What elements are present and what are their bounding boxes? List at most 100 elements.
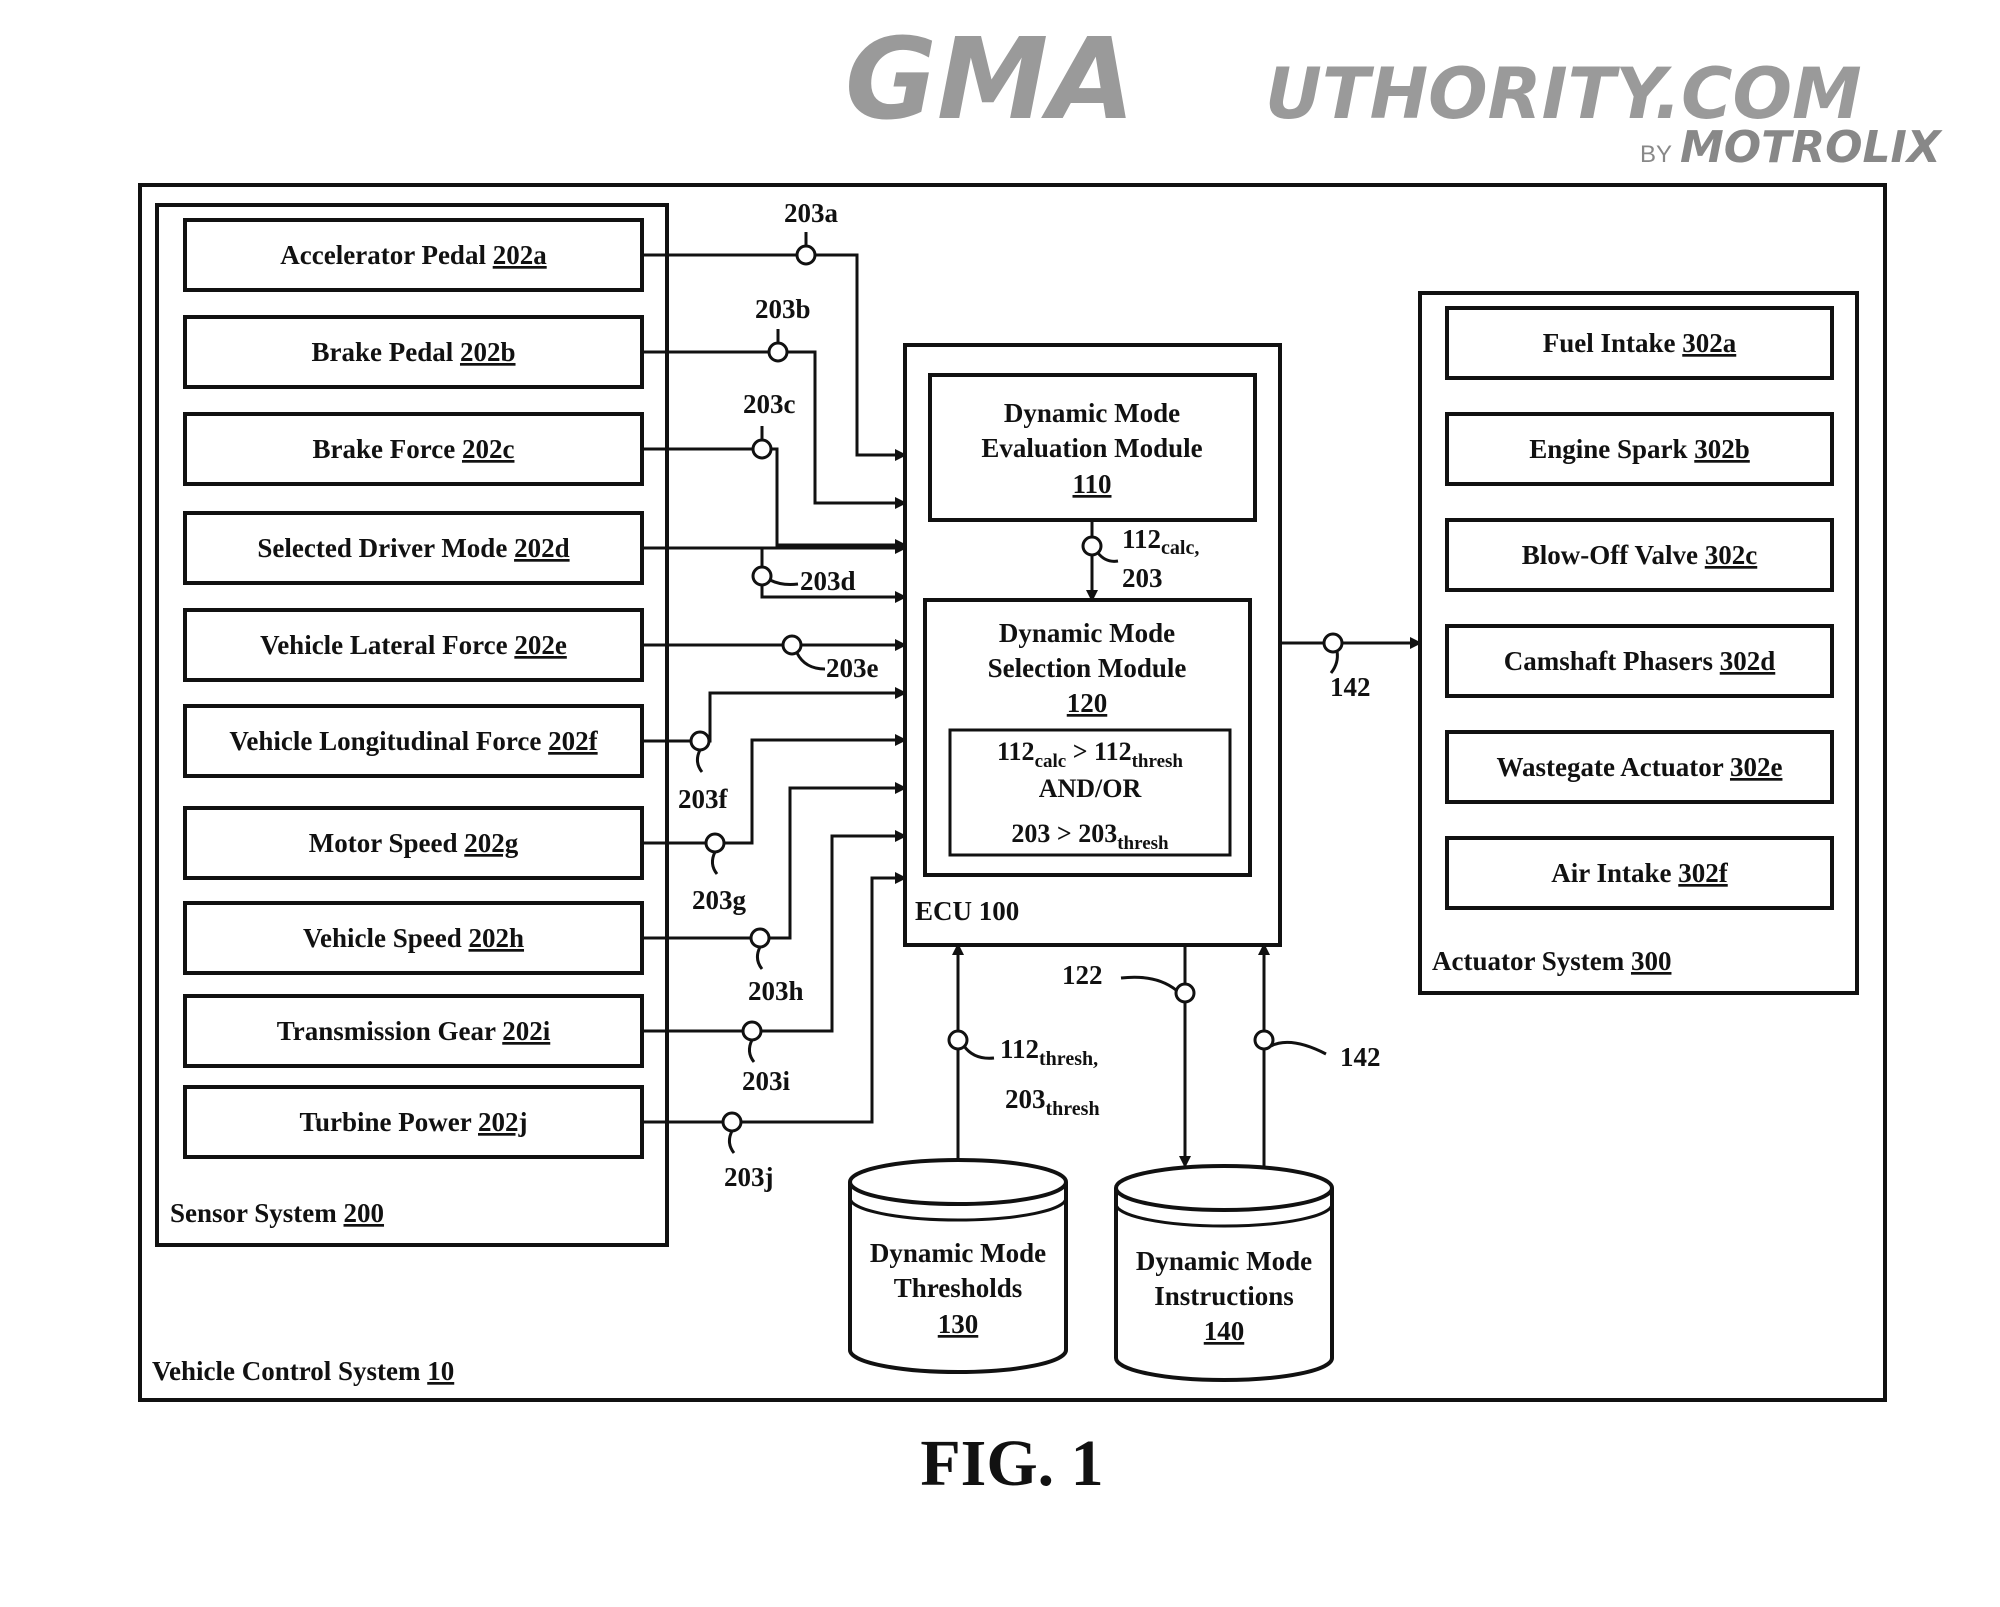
actuator-302e: Wastegate Actuator 302e (1445, 730, 1834, 804)
actuator-box (1445, 624, 1834, 698)
instructions-ref: 140 (1204, 1316, 1245, 1346)
signal-label: 203g (692, 885, 747, 915)
signal-label: 203e (826, 653, 879, 683)
thresholds-ref: 130 (938, 1309, 979, 1339)
signal-line (642, 447, 907, 551)
thresholds-link-label-1: 112thresh, (1000, 1034, 1098, 1070)
signal-node (704, 832, 726, 854)
leader-122 (1120, 975, 1177, 992)
output-leader-142 (1329, 650, 1339, 674)
actuator-system-label: Actuator System 300 (1432, 946, 1671, 976)
signal-line (642, 782, 907, 940)
signal-line (642, 830, 907, 1033)
signal-node (751, 565, 773, 587)
signal-line (642, 734, 907, 845)
label-142-lower: 142 (1340, 1042, 1381, 1072)
actuator-label: Air Intake 302f (1551, 858, 1729, 888)
sensor-system-label: Sensor System 200 (170, 1198, 384, 1228)
ecu-label: ECU 100 (915, 896, 1019, 926)
signal-leader (710, 851, 719, 875)
sensor-label: Vehicle Lateral Force 202e (260, 630, 567, 660)
signal-203g: 203g (642, 734, 907, 915)
sensor-box (183, 1085, 644, 1159)
thresholds-line2: Thresholds (894, 1273, 1023, 1303)
selection-module-line2: Selection Module (988, 653, 1187, 683)
signal-label: 203c (743, 389, 796, 419)
signal-203e: 203e (642, 634, 907, 683)
sensor-202a: Accelerator Pedal 202a (183, 218, 644, 292)
condition-line1: 112calc > 112thresh (997, 737, 1183, 772)
signal-label: 203a (784, 198, 839, 228)
instructions-line1: Dynamic Mode (1136, 1246, 1312, 1276)
actuator-302a: Fuel Intake 302a (1445, 306, 1834, 380)
actuator-302b: Engine Spark 302b (1445, 412, 1834, 486)
instructions-database: Dynamic Mode Instructions 140 (1114, 1164, 1334, 1382)
sensor-label: Brake Force 202c (313, 434, 515, 464)
signal-node (721, 1111, 743, 1133)
signal-leader (755, 946, 764, 970)
thresholds-database: Dynamic Mode Thresholds 130 (848, 1158, 1068, 1374)
sensor-box (183, 608, 644, 682)
signal-line (642, 872, 907, 1124)
selection-module-line1: Dynamic Mode (999, 618, 1175, 648)
signal-203f: 203f (642, 687, 907, 814)
condition-join: AND/OR (1039, 774, 1142, 803)
thresholds-link-label-2: 203thresh (1005, 1084, 1100, 1120)
sensor-box (183, 511, 644, 585)
signal-node (795, 244, 817, 266)
sensor-202c: Brake Force 202c (183, 412, 644, 486)
link-node-112calc (1081, 535, 1103, 557)
selection-module-ref: 120 (1067, 688, 1108, 718)
sensor-202b: Brake Pedal 202b (183, 315, 644, 389)
signal-node (751, 438, 773, 460)
signal-label: 203b (755, 294, 811, 324)
signal-line (642, 687, 907, 743)
sensor-202i: Transmission Gear 202i (183, 994, 644, 1068)
sensor-202j: Turbine Power 202j (183, 1085, 644, 1159)
signal-leader (769, 578, 799, 586)
signal-leader (747, 1039, 756, 1063)
sensor-label: Brake Pedal 202b (311, 337, 515, 367)
signal-203a: 203a (642, 198, 907, 461)
vehicle-control-system-label: Vehicle Control System 10 (152, 1356, 454, 1386)
link-label-112calc: 112calc, (1122, 524, 1199, 559)
signal-203b: 203b (642, 294, 907, 509)
actuator-box (1445, 412, 1834, 486)
signal-leader (727, 1130, 736, 1154)
thresholds-node (947, 1029, 969, 1051)
actuator-label: Engine Spark 302b (1529, 434, 1750, 464)
node-142-lower (1253, 1029, 1275, 1051)
figure-caption: FIG. 1 (920, 1427, 1103, 1500)
sensor-202f: Vehicle Longitudinal Force 202f (183, 704, 644, 778)
output-label-142: 142 (1330, 672, 1371, 702)
signal-203c: 203c (642, 389, 907, 551)
signal-label: 203i (742, 1066, 791, 1096)
sensor-box (183, 994, 644, 1068)
actuator-box (1445, 306, 1834, 380)
signal-203j: 203j (642, 872, 907, 1192)
sensor-box (183, 704, 644, 778)
signal-node (741, 1020, 763, 1042)
thresholds-leader (962, 1045, 995, 1060)
actuator-302f: Air Intake 302f (1445, 836, 1834, 910)
sensor-202g: Motor Speed 202g (183, 806, 644, 880)
actuator-302d: Camshaft Phasers 302d (1445, 624, 1834, 698)
signal-node (781, 634, 803, 656)
watermark-brand-rest: UTHORITY.COM (1265, 53, 1862, 135)
actuator-label: Fuel Intake 302a (1543, 328, 1737, 358)
evaluation-module-line1: Dynamic Mode (1004, 398, 1180, 428)
node-122 (1174, 982, 1196, 1004)
signal-node (749, 927, 771, 949)
sensor-label: Transmission Gear 202i (277, 1016, 551, 1046)
sensor-label: Motor Speed 202g (309, 828, 519, 858)
signal-node (689, 730, 711, 752)
evaluation-module-ref: 110 (1072, 469, 1111, 499)
sensor-box (183, 218, 644, 292)
condition-line2: 203 > 203thresh (1011, 819, 1169, 854)
actuator-label: Wastegate Actuator 302e (1497, 752, 1783, 782)
actuator-box (1445, 730, 1834, 804)
sensor-label: Vehicle Speed 202h (303, 923, 524, 953)
watermark-by: BY (1640, 141, 1672, 168)
